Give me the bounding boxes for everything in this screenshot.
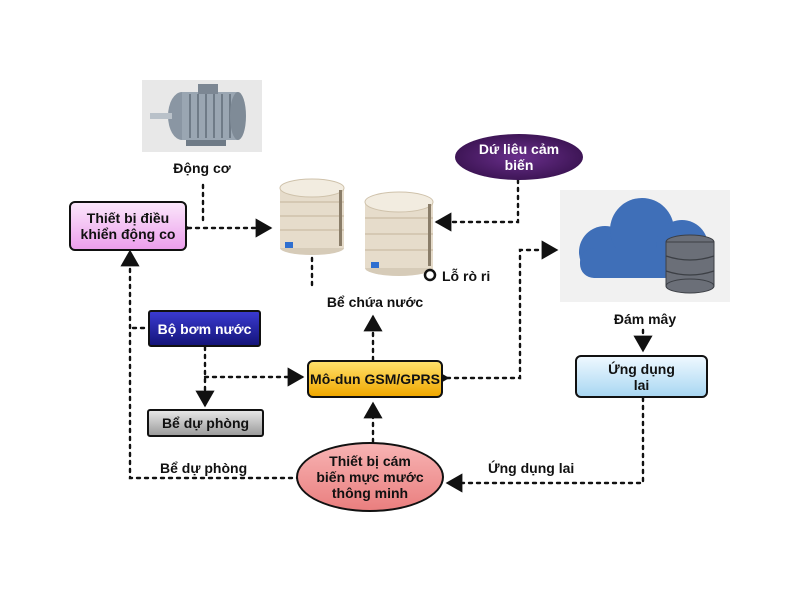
smart-sensor-oval: Thiết bị cám biến mực mước thông minh	[296, 442, 444, 512]
water-tank-icon	[279, 178, 345, 255]
gsm-module-box: Mô-dun GSM/GPRS	[307, 360, 443, 398]
controller-box: Thiết bị điều khiển động co	[69, 201, 187, 251]
smart-sensor-label: Thiết bị cám biến mực mước thông minh	[316, 453, 424, 501]
gsm-cloud-arrow	[432, 240, 559, 388]
tank-label: Bể chứa nước	[326, 294, 424, 310]
backup-tank-label: Bể dự phòng	[161, 415, 250, 431]
leak-label: Lỗ rò ri	[442, 268, 491, 284]
sensor-data-arrow	[434, 178, 520, 232]
controller-label: Thiết bị điều khiển động co	[80, 210, 176, 242]
app-box: Ứng dụng lai	[575, 355, 708, 398]
sensor-controller-arrow	[120, 249, 302, 480]
cloud-label: Đám mây	[613, 311, 677, 327]
backup-line-label: Bể dự phòng	[160, 460, 248, 476]
gsm-module-label: Mô-dun GSM/GPRS	[310, 371, 440, 387]
leak-point-icon	[423, 268, 437, 282]
backup-tank-box: Bể dự phòng	[147, 409, 264, 437]
app-sensor-arrow	[445, 396, 645, 493]
sensor-data-label: Dứ liêu cảm biến	[478, 141, 560, 173]
pump-box: Bộ bơm nước	[148, 310, 261, 347]
app-line-label: Ứng dụng lai	[488, 460, 575, 476]
sensor-data-oval: Dứ liêu cảm biến	[455, 134, 583, 180]
app-box-label: Ứng dụng lai	[608, 360, 675, 393]
motor-icon	[142, 80, 262, 152]
cloud-database-icon	[560, 190, 730, 302]
pump-label: Bộ bơm nước	[157, 320, 252, 337]
motor-label: Động cơ	[173, 160, 231, 176]
water-tank-icon	[364, 191, 434, 276]
